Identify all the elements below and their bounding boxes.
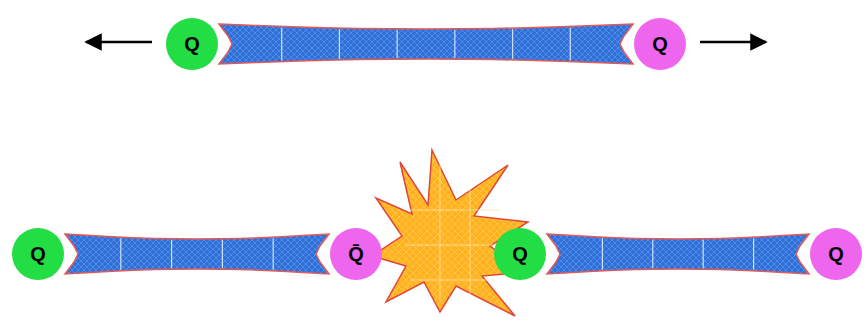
tube-divider [652, 240, 653, 268]
quark-label: Q [512, 244, 528, 264]
pull-arrow [86, 41, 152, 44]
tube-divider [120, 238, 121, 270]
quark-circle: Q [12, 228, 64, 280]
flux-tube [219, 24, 633, 64]
quark-circle: Q [166, 18, 218, 70]
tube-divider [753, 238, 754, 270]
quark-circle: Q [634, 18, 686, 70]
flux-tube [547, 234, 809, 274]
quark-label: Q [184, 34, 200, 54]
quark-circle: Q [494, 228, 546, 280]
tube-divider [281, 27, 282, 60]
tube-divider [273, 238, 274, 270]
tube-divider [570, 27, 571, 60]
tube-divider [703, 240, 704, 268]
quark-label: Q [828, 244, 844, 264]
quark-circle: Q̄ [330, 228, 382, 280]
tube-divider [512, 29, 513, 59]
quark-circle: Q [810, 228, 862, 280]
tube-divider [602, 238, 603, 270]
quark-label: Q [652, 34, 668, 54]
pull-arrow [700, 41, 766, 44]
flux-tube [65, 234, 329, 274]
tube-divider [339, 29, 340, 59]
tube-divider [171, 240, 172, 268]
quark-label: Q [30, 244, 46, 264]
tube-divider [397, 30, 398, 58]
quark-label: Q̄ [348, 244, 364, 264]
tube-divider [454, 30, 455, 58]
tube-divider [222, 240, 223, 268]
